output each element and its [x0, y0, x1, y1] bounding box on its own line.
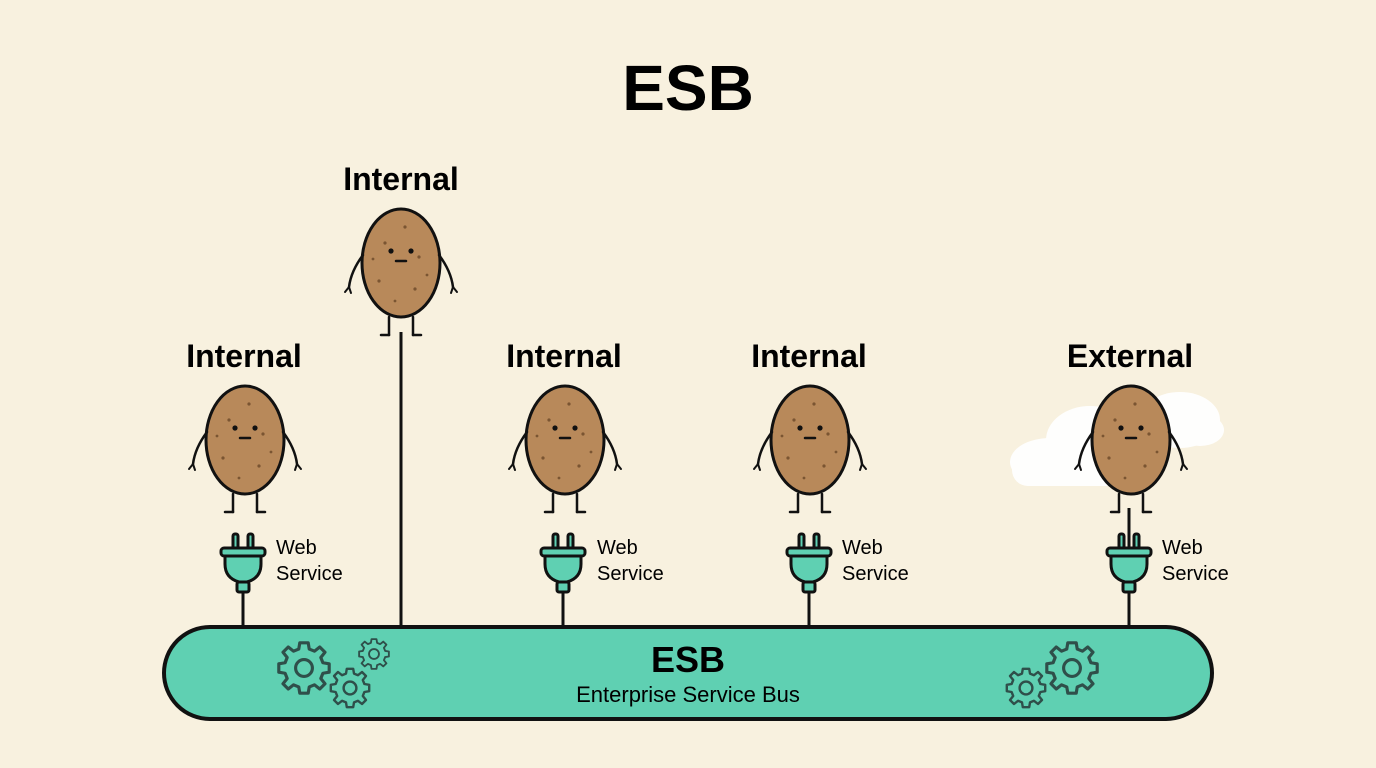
node-label: Internal — [343, 161, 459, 197]
web-service-label-line1: Web — [276, 537, 317, 559]
esb-bus: ESB Enterprise Service Bus — [162, 625, 1214, 721]
plug-icon — [219, 532, 267, 594]
plug-icon — [785, 532, 833, 594]
web-service-label-line2: Service — [842, 563, 909, 585]
potato-icon — [752, 384, 868, 514]
bus-title: ESB — [651, 639, 725, 680]
node-internal-1: Internal Web Service — [186, 338, 343, 594]
node-internal-2: Internal — [343, 161, 459, 337]
web-service-label-line1: Web — [842, 537, 883, 559]
web-service-label-line2: Service — [597, 563, 664, 585]
plug-icon — [539, 532, 587, 594]
web-service-label-line2: Service — [1162, 563, 1229, 585]
potato-icon — [343, 207, 459, 337]
node-internal-3: Internal Web Service — [506, 338, 664, 594]
web-service-label-line2: Service — [276, 563, 343, 585]
diagram-title: ESB — [622, 52, 754, 124]
node-label: Internal — [186, 338, 302, 374]
potato-icon — [507, 384, 623, 514]
potato-icon — [187, 384, 303, 514]
web-service-label-line1: Web — [1162, 537, 1203, 559]
node-external: External Web Service — [1067, 338, 1229, 594]
node-label: External — [1067, 338, 1193, 374]
web-service-label-line1: Web — [597, 537, 638, 559]
node-label: Internal — [751, 338, 867, 374]
node-internal-4: Internal Web Service — [751, 338, 909, 594]
bus-subtitle: Enterprise Service Bus — [576, 682, 800, 707]
bus-body — [162, 625, 1214, 721]
node-label: Internal — [506, 338, 622, 374]
